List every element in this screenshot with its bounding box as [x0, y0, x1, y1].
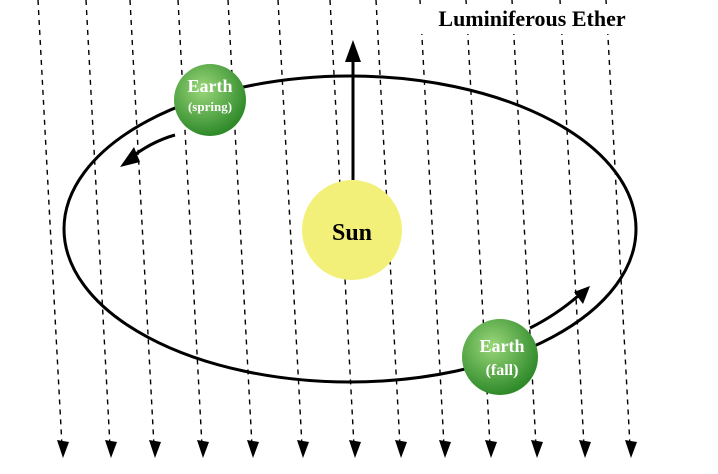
- ether-flow-arrow-head: [197, 440, 209, 458]
- ether-flow-arrow-head: [531, 440, 543, 458]
- ether-flow-line: [129, 0, 155, 447]
- sun-circle: [302, 180, 402, 280]
- ether-flow-line: [85, 0, 111, 447]
- earth-fall-circle: [462, 319, 538, 395]
- ether-flow-arrow-head: [297, 440, 309, 458]
- ether-flow-arrow-head: [579, 440, 591, 458]
- ether-flow-arrow-head: [57, 440, 69, 458]
- ether-flow-arrow-head: [625, 440, 637, 458]
- ether-flow-line: [37, 0, 63, 447]
- ether-flow-line: [227, 0, 253, 447]
- ether-flow-arrow-head: [349, 440, 361, 458]
- orbit-ellipse: [62, 74, 638, 384]
- sun-motion-arrow-head: [345, 40, 361, 62]
- ether-flow-arrow-head: [395, 440, 407, 458]
- ether-flow-line: [177, 0, 203, 447]
- earth-fall-season: (fall): [486, 362, 519, 379]
- ether-flow-arrow-head: [105, 440, 117, 458]
- earth-spring-season: (spring): [188, 99, 232, 114]
- ether-flow-arrow-head: [247, 440, 259, 458]
- ether-flow-line: [277, 0, 303, 447]
- fall-orbit-arrow-shaft: [529, 294, 579, 330]
- fall-orbit-arrow-head: [574, 286, 590, 304]
- earth-spring-circle: [174, 64, 246, 136]
- spring-orbit-arrow-head: [120, 147, 140, 167]
- ether-flow-arrow-head: [485, 440, 497, 458]
- earth-spring-name: Earth: [188, 76, 233, 96]
- ether-flow-line: [605, 0, 631, 447]
- sun-label: Sun: [332, 220, 372, 246]
- earth-fall-name: Earth: [480, 336, 525, 356]
- ether-flow-line: [419, 0, 445, 447]
- ether-flow-arrow-head: [149, 440, 161, 458]
- title-backdrop: [410, 4, 655, 34]
- ether-flow-arrow-head: [439, 440, 451, 458]
- ether-flow-line: [559, 0, 585, 447]
- diagram-title: Luminiferous Ether: [438, 6, 625, 31]
